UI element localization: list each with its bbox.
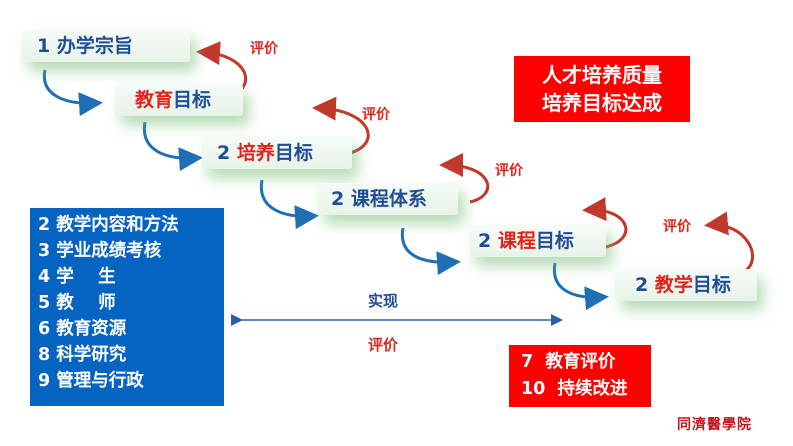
step-label-part: 2: [217, 142, 237, 164]
feedback-arrow-3: [439, 153, 490, 204]
eval-label-3: 评价: [495, 163, 523, 179]
step-label-part: 培养: [236, 142, 275, 164]
step-teaching-goal: 2 教学目标: [615, 269, 757, 301]
step-label-part: 目标: [274, 142, 313, 164]
step-label-part: 1 办学宗旨: [37, 35, 133, 57]
step-training-goal: 2 培养目标: [202, 137, 352, 169]
eval-label-4: 评价: [663, 219, 691, 235]
step-course-goal: 2 课程目标: [470, 225, 606, 257]
forward-arrow-1: [42, 69, 103, 117]
quality-line-1: 人才培养质量: [542, 63, 662, 87]
step-label-part: 目标: [535, 230, 574, 252]
factor-item: 6 教育资源: [38, 319, 127, 339]
improve-box: 7 教育评价 10 持续改进: [509, 345, 651, 407]
step-label-part: 教学: [654, 274, 693, 296]
feedback-arrow-2: [312, 96, 370, 155]
step-label-part: 目标: [692, 274, 731, 296]
forward-arrow-4: [400, 227, 461, 276]
factor-item: 9 管理与行政: [38, 371, 144, 391]
realize-label: 实现: [368, 292, 399, 310]
feedback-arrow-5: [704, 211, 755, 274]
improve-line-1: 7 教育评价: [521, 352, 616, 372]
factor-item: 8 科学研究: [38, 345, 127, 365]
step-label-part: 2: [478, 230, 498, 252]
eval-label-1: 评价: [250, 41, 278, 57]
step-label-part: 教育: [135, 89, 174, 111]
factor-item: 5 教 师: [38, 293, 116, 313]
forward-arrow-3: [259, 179, 319, 230]
improve-line-2: 10 持续改进: [521, 379, 628, 399]
forward-arrow-5: [552, 262, 609, 311]
quality-line-2: 培养目标达成: [542, 91, 662, 115]
factors-box: 2 教学内容和方法 3 学业成绩考核 4 学 生 5 教 师 6 教育资源 8 …: [30, 208, 224, 406]
step-mission: 1 办学宗旨: [22, 30, 190, 62]
step-label-part: 2 课程体系: [331, 188, 427, 210]
step-label-part: 2: [635, 274, 655, 296]
feedback-arrow-4: [582, 197, 628, 249]
step-label-part: 目标: [173, 89, 212, 111]
forward-arrow-2: [142, 121, 203, 172]
step-curriculum-system: 2 课程体系: [318, 183, 458, 215]
eval-label-2: 评价: [362, 107, 390, 123]
step-education-goal: 教育目标: [115, 84, 243, 116]
factor-item: 4 学 生: [38, 267, 116, 287]
school-logo-text: 同濟醫學院: [677, 417, 752, 433]
quality-box: 人才培养质量 培养目标达成: [514, 56, 690, 122]
step-label-part: 课程: [497, 230, 536, 252]
factor-item: 2 教学内容和方法: [38, 215, 179, 235]
evaluate-label: 评价: [368, 336, 399, 354]
factor-item: 3 学业成绩考核: [38, 241, 162, 261]
